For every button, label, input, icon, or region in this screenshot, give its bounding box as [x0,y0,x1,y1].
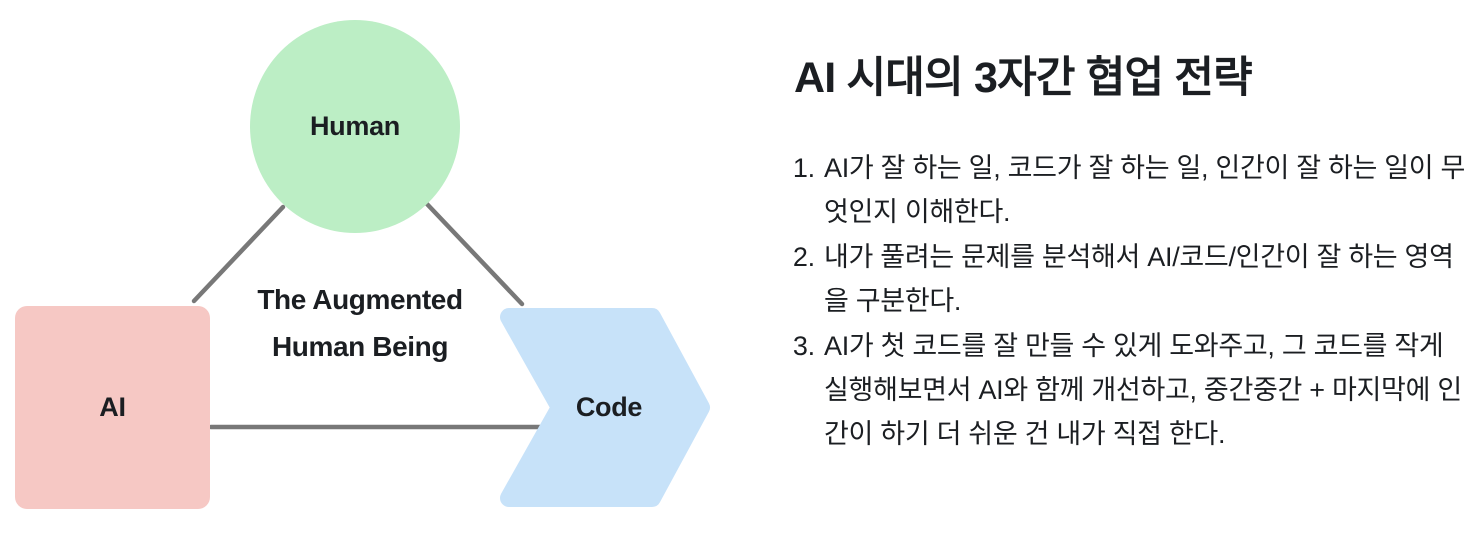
strategy-list: AI가 잘 하는 일, 코드가 잘 하는 일, 인간이 잘 하는 일이 무엇인지… [790,146,1470,456]
node-human: Human [250,20,460,233]
node-code: Code [500,308,712,507]
node-ai: AI [15,306,210,509]
connector-lines [191,201,549,430]
diagram-center-label-line1: The Augmented [257,284,463,315]
strategy-panel: AI 시대의 3자간 협업 전략 AI가 잘 하는 일, 코드가 잘 하는 일,… [790,52,1470,457]
node-ai-label: AI [99,392,126,422]
collaboration-diagram: Human AI Code The Augmented Human Being [15,20,712,509]
panel-title: AI 시대의 3자간 협업 전략 [794,54,1253,102]
diagram-center-label-line2: Human Being [271,331,449,362]
strategy-list-item: 내가 풀려는 문제를 분석해서 AI/코드/인간이 잘 하는 영역을 구분한다. [822,235,1470,323]
connector-human-ai [191,204,286,304]
strategy-list-item: AI가 잘 하는 일, 코드가 잘 하는 일, 인간이 잘 하는 일이 무엇인지… [822,146,1470,234]
diagram-center-label: The Augmented Human Being [215,276,505,370]
node-code-label: Code [575,392,643,422]
connector-human-code [424,201,525,307]
code-arrow-right-shape [500,308,710,507]
strategy-list-item: AI가 첫 코드를 잘 만들 수 있게 도와주고, 그 코드를 작게 실행해보면… [822,324,1470,456]
strategy-list-item-text: AI가 잘 하는 일, 코드가 잘 하는 일, 인간이 잘 하는 일이 무엇인지… [824,152,1466,227]
strategy-list-item-text: 내가 풀려는 문제를 분석해서 AI/코드/인간이 잘 하는 영역을 구분한다. [824,241,1454,316]
node-human-label: Human [309,111,400,141]
strategy-list-item-text: AI가 첫 코드를 잘 만들 수 있게 도와주고, 그 코드를 작게 실행해보면… [824,330,1462,449]
